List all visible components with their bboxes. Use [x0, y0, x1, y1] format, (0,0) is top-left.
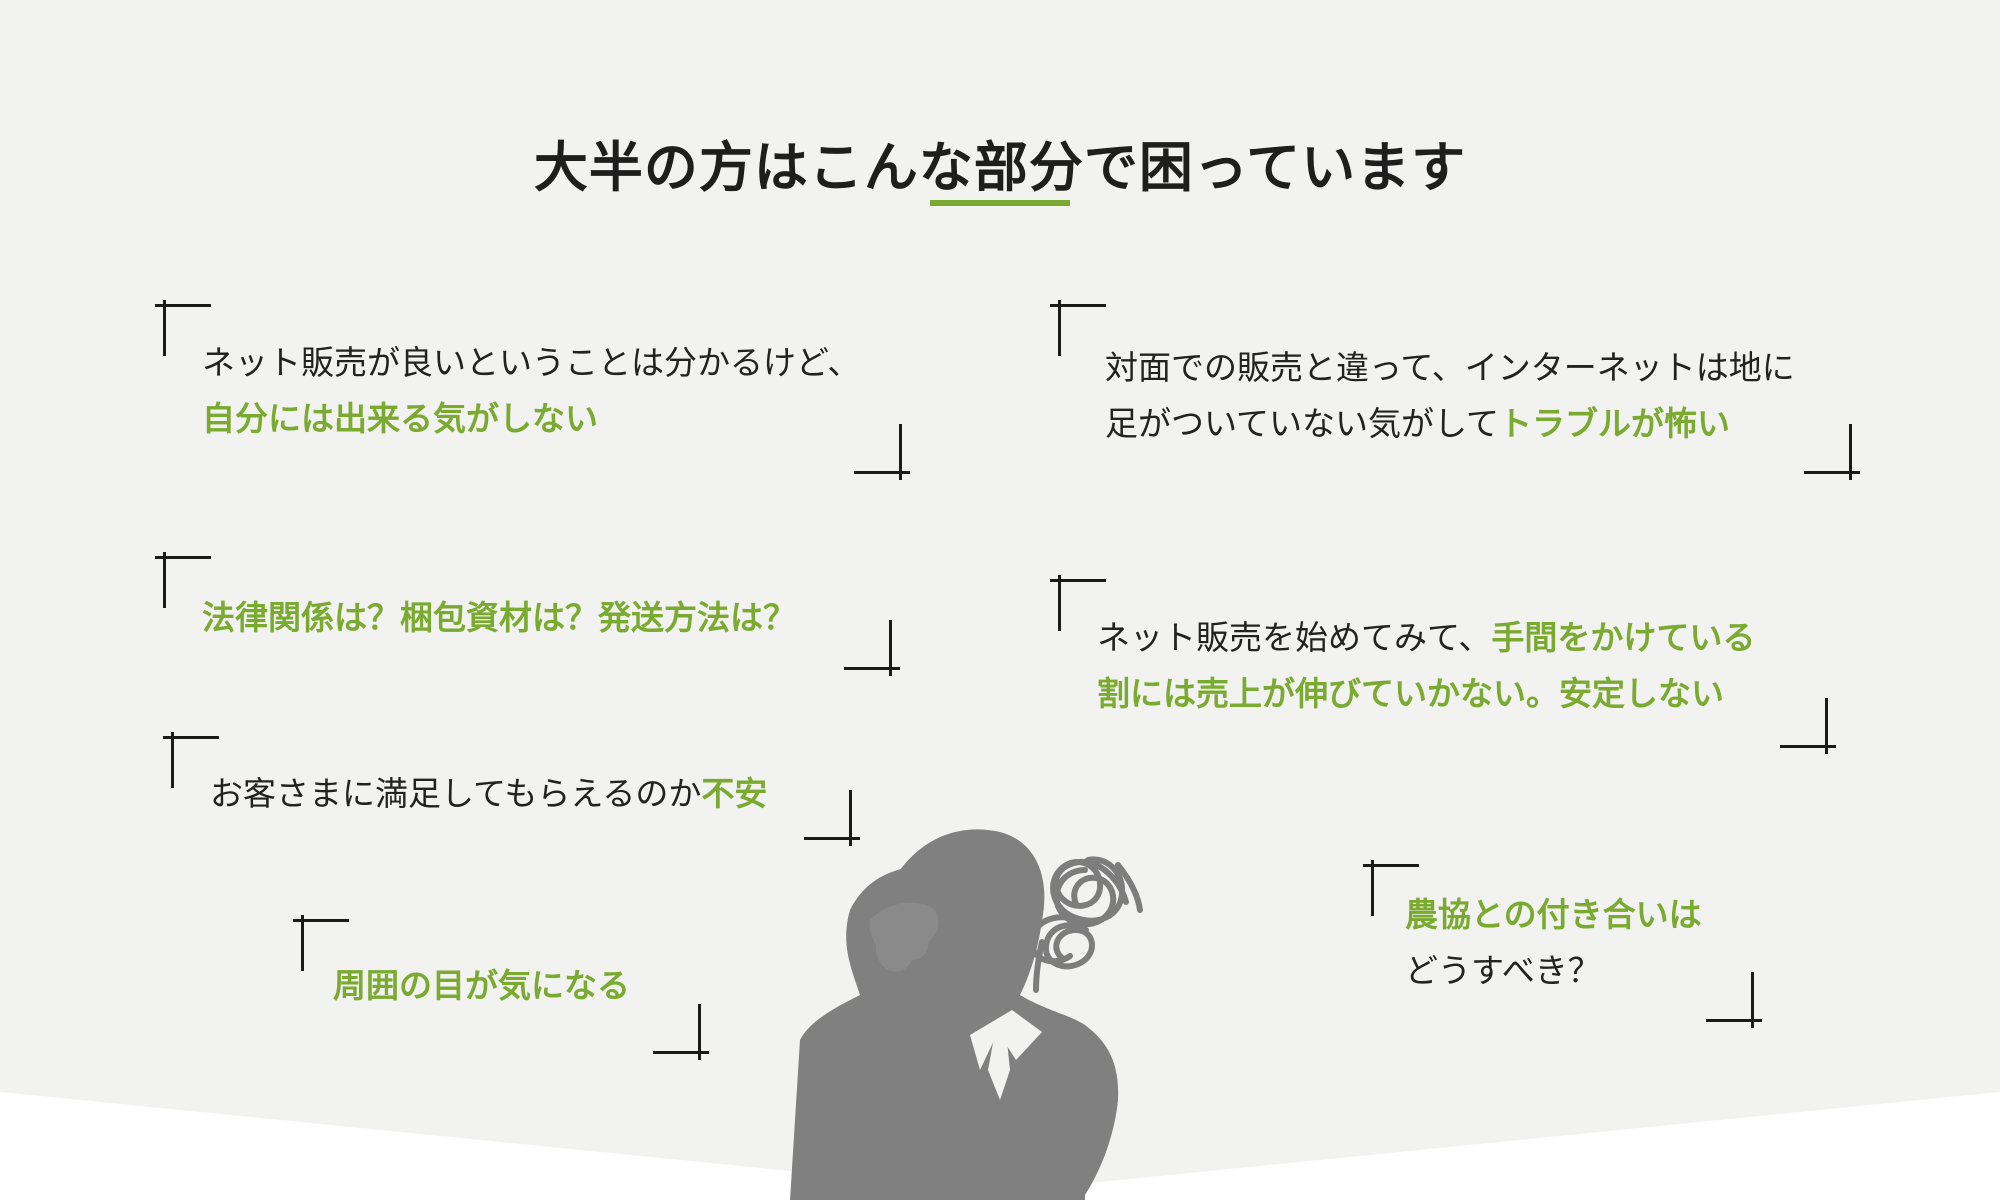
trouble-highlight: 割には売上が伸びていかない。安定しない — [1097, 674, 1724, 713]
trouble-item-4: ネット販売を始めてみて、手間をかけている 割には売上が伸びていかない。安定しない — [1097, 610, 1755, 722]
bracket-bottom-right — [653, 1004, 709, 1060]
bracket-bottom-right — [1706, 972, 1762, 1028]
scribble-icon — [1028, 856, 1143, 993]
trouble-highlight: 農協との付き合いは — [1405, 895, 1702, 934]
bracket-bottom-right — [1780, 698, 1836, 754]
trouble-highlight: 法律関係は？梱包資材は？発送方法は？ — [202, 598, 796, 637]
trouble-item-6: 農協との付き合いは どうすべき？ — [1405, 887, 1702, 999]
trouble-highlight: トラブルが怖い — [1499, 404, 1731, 443]
trouble-text: ネット販売が良いということは分かるけど、 — [202, 343, 861, 382]
bracket-top-left — [155, 300, 211, 356]
bracket-top-left — [155, 552, 211, 608]
bracket-top-left — [1050, 300, 1106, 356]
troubled-man-illustration — [790, 829, 1143, 1200]
bracket-bottom-right — [804, 790, 860, 846]
bracket-bottom-right — [1804, 424, 1860, 480]
tie — [988, 1032, 1010, 1100]
bracket-top-left — [1050, 575, 1106, 631]
trouble-text: どうすべき？ — [1405, 951, 1601, 990]
bracket-top-left — [293, 915, 349, 971]
trouble-highlight: 不安 — [701, 774, 768, 813]
bracket-top-left — [163, 732, 219, 788]
trouble-item-5: お客さまに満足してもらえるのか不安 — [210, 766, 767, 822]
trouble-item-2: 対面での販売と違って、インターネットは地に 足がついていない気がしてトラブルが怖… — [1105, 340, 1795, 452]
trouble-text: 対面での販売と違って、インターネットは地に — [1105, 348, 1795, 387]
man-silhouette — [790, 829, 1119, 1200]
bracket-top-left — [1363, 860, 1419, 916]
trouble-text: ネット販売を始めてみて、 — [1097, 618, 1492, 657]
trouble-text: 足がついていない気がして — [1105, 404, 1500, 443]
trouble-item-3: 法律関係は？梱包資材は？発送方法は？ — [202, 590, 796, 646]
bracket-bottom-right — [844, 620, 900, 676]
trouble-item-7: 周囲の目が気になる — [333, 958, 630, 1014]
trouble-highlight: 手間をかけている — [1491, 618, 1756, 657]
bracket-bottom-right — [854, 424, 910, 480]
trouble-highlight: 周囲の目が気になる — [333, 966, 630, 1005]
trouble-highlight: 自分には出来る気がしない — [202, 399, 598, 438]
title-underline — [930, 200, 1070, 206]
trouble-text: お客さまに満足してもらえるのか — [210, 774, 702, 813]
hand-icon — [869, 902, 939, 972]
trouble-item-1: ネット販売が良いということは分かるけど、 自分には出来る気がしない — [202, 335, 860, 447]
raised-arm — [820, 866, 927, 1100]
section-title: 大半の方はこんな部分で困っています — [533, 135, 1467, 199]
